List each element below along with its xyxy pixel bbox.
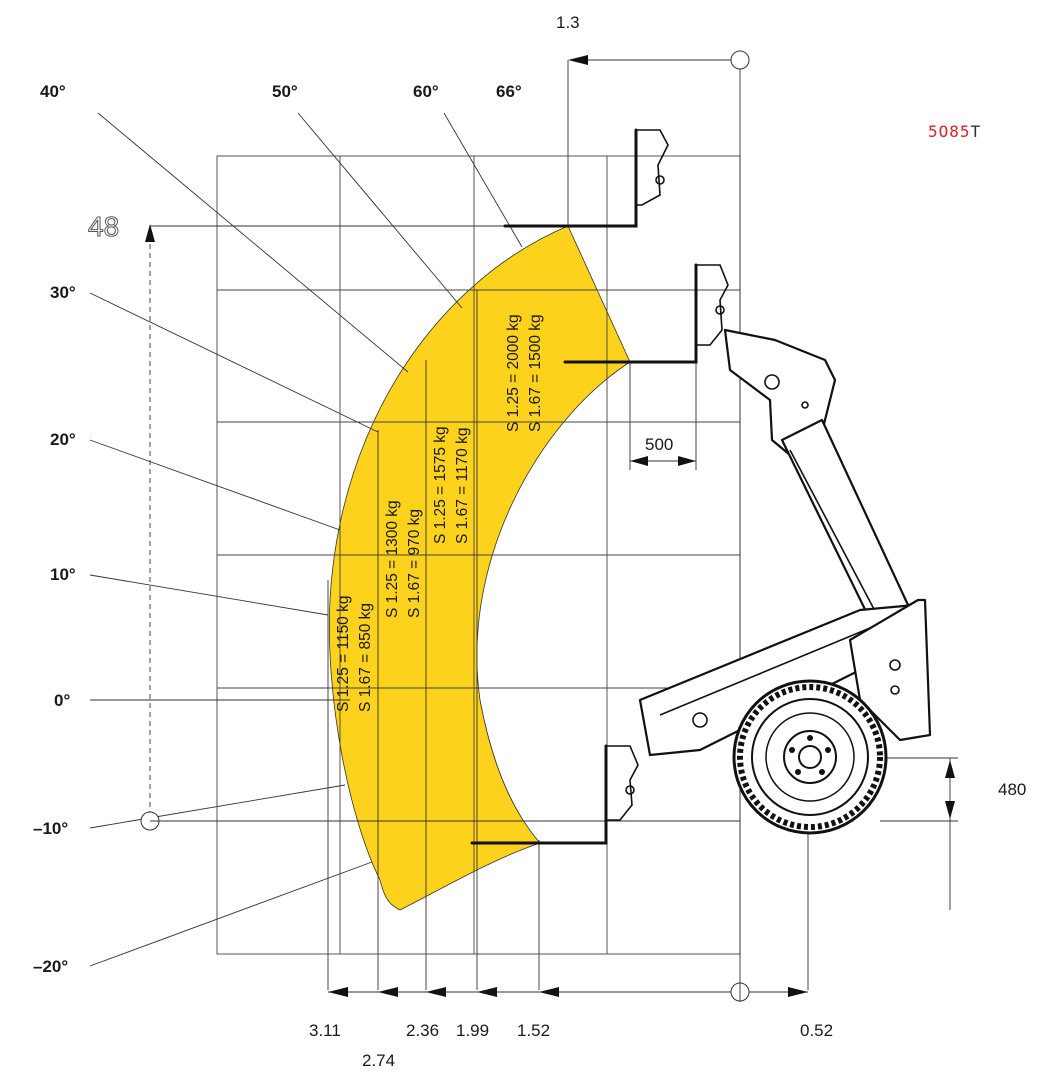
wheel-dimension bbox=[880, 757, 958, 910]
wheel bbox=[732, 679, 888, 835]
capacity-zone-4: S 1.25 = 2000 kg S 1.67 = 1500 kg bbox=[505, 314, 544, 432]
fork-middle bbox=[563, 263, 729, 364]
angle-leaders bbox=[89, 112, 523, 967]
capacity-zone-1: S 1.25 = 1150 kg S 1.67 = 850 kg bbox=[335, 596, 374, 713]
reach-dimension-line bbox=[328, 982, 808, 1002]
angle-label-minus20: –20° bbox=[33, 957, 68, 976]
capacity-zone-2: S 1.25 = 1300 kg S 1.67 = 970 kg bbox=[384, 500, 423, 618]
angle-label-66: 66° bbox=[496, 82, 522, 101]
reach-label-3-11: 3.11 bbox=[309, 1021, 341, 1040]
model-logo: 5O85T bbox=[928, 122, 981, 141]
capacity-zone-2-line2: S 1.67 = 970 kg bbox=[406, 509, 423, 618]
angle-label-50: 50° bbox=[272, 82, 298, 101]
capacity-zone-3-line2: S 1.67 = 1170 kg bbox=[454, 428, 471, 545]
fork-bottom bbox=[470, 744, 639, 845]
angle-label-0: 0° bbox=[54, 691, 70, 710]
max-height-label: 48 bbox=[88, 211, 119, 242]
capacity-zone-3-line1: S 1.25 = 1575 kg bbox=[432, 426, 449, 544]
angle-label-60: 60° bbox=[413, 82, 439, 101]
capacity-zone-1-line1: S 1.25 = 1150 kg bbox=[335, 596, 352, 713]
load-center-dimension bbox=[630, 456, 696, 466]
top-dimension bbox=[568, 50, 750, 70]
reach-label-1-99: 1.99 bbox=[456, 1021, 489, 1040]
angle-label-10: 10° bbox=[50, 565, 76, 584]
capacity-zone-3: S 1.25 = 1575 kg S 1.67 = 1170 kg bbox=[432, 426, 471, 544]
angle-label-30: 30° bbox=[50, 283, 76, 302]
reach-lines bbox=[327, 60, 809, 1000]
angle-labels: 40° 50° 60° 66° 30° 20° 10° 0° –10° –20° bbox=[33, 82, 522, 976]
angle-label-40: 40° bbox=[40, 82, 66, 101]
load-center-label: 500 bbox=[645, 435, 673, 454]
angle-label-20: 20° bbox=[50, 430, 76, 449]
reach-label-2-36: 2.36 bbox=[406, 1021, 439, 1040]
capacity-zone-4-line1: S 1.25 = 2000 kg bbox=[505, 314, 522, 432]
wheel-dimension-label: 480 bbox=[998, 780, 1026, 799]
capacity-zone-2-line1: S 1.25 = 1300 kg bbox=[384, 500, 401, 618]
reach-label-0-52: 0.52 bbox=[800, 1021, 833, 1040]
reach-label-2-74: 2.74 bbox=[362, 1051, 395, 1070]
capacity-zone-4-line2: S 1.67 = 1500 kg bbox=[527, 314, 544, 432]
reach-label-1-52: 1.52 bbox=[517, 1021, 550, 1040]
forks bbox=[470, 128, 729, 845]
height-dimension bbox=[140, 224, 740, 831]
capacity-zone-1-line2: S 1.67 = 850 kg bbox=[357, 603, 374, 712]
top-dimension-label: 1.3 bbox=[556, 13, 580, 32]
angle-label-minus10: –10° bbox=[33, 819, 68, 838]
fork-top bbox=[503, 128, 669, 228]
load-envelope-zone bbox=[329, 225, 631, 911]
telehandler-machine bbox=[638, 328, 932, 835]
